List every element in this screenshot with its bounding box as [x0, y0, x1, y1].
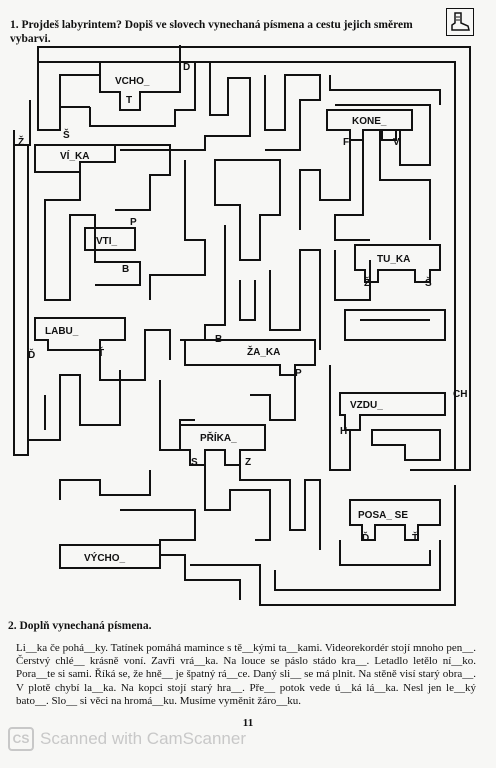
letter-s-hacek: Š: [63, 128, 70, 141]
maze-letters: D T F V Ž Š P B Ž Š Ď Ť B P CH H S Z Ď Ť: [18, 62, 467, 544]
letter-z-hacek: Ž: [18, 135, 24, 148]
letter-p: P: [130, 217, 137, 228]
letter-f: F: [343, 137, 349, 148]
labyrinth: VCHO_ KONE_ VÍ_KA VTI_ TU_KA LABU_ ŽA_KA…: [13, 45, 471, 606]
letter-d-hacek-2: Ď: [362, 531, 369, 544]
letter-ch: CH: [453, 389, 467, 400]
word-vcho: VCHO_: [115, 76, 150, 87]
task-1-instruction: 1. Projdeš labyrintem? Dopiš ve slovech …: [10, 19, 413, 45]
boot-icon: [446, 8, 474, 36]
task-2-instruction: 2. Doplň vynechaná písmena.: [8, 620, 152, 632]
word-zaka: ŽA_KA: [247, 345, 280, 358]
letter-d-hacek: Ď: [28, 348, 35, 361]
letter-t-hacek-2: Ť: [412, 531, 418, 544]
word-kone: KONE_: [352, 116, 387, 127]
page-number: 11: [242, 717, 254, 729]
word-vycho: VÝCHO_: [84, 551, 126, 564]
letter-t: T: [126, 95, 132, 106]
letter-v: V: [393, 137, 400, 148]
letter-h: H: [340, 426, 347, 437]
word-prika: PŘÍKA_: [200, 431, 237, 444]
letter-d: D: [183, 62, 190, 73]
word-posa-se: POSA_ SE: [358, 510, 408, 521]
word-tuka: TU_KA: [377, 254, 410, 265]
letter-t-hacek: Ť: [98, 346, 104, 359]
word-vti: VTI_: [96, 236, 118, 247]
letter-z-hacek-2: Ž: [364, 276, 370, 289]
letter-b: B: [122, 264, 129, 275]
exercise-text: Li__ka če pohá__ky. Tatínek pomáhá mamin…: [16, 642, 476, 707]
camscanner-watermark: CS Scanned with CamScanner: [8, 727, 247, 751]
camscanner-logo-icon: CS: [8, 727, 34, 751]
maze-walls: [13, 45, 471, 606]
letter-p-2: P: [295, 368, 302, 379]
letter-z: Z: [245, 457, 251, 468]
word-vzdu: VZDU_: [350, 400, 383, 411]
word-labu: LABU_: [45, 326, 79, 337]
watermark-text: Scanned with CamScanner: [40, 729, 247, 748]
letter-s: S: [191, 457, 198, 468]
word-vika: VÍ_KA: [60, 149, 89, 162]
letter-b-2: B: [215, 334, 222, 345]
maze-words: VCHO_ KONE_ VÍ_KA VTI_ TU_KA LABU_ ŽA_KA…: [45, 76, 410, 564]
letter-s-hacek-2: Š: [425, 276, 432, 289]
